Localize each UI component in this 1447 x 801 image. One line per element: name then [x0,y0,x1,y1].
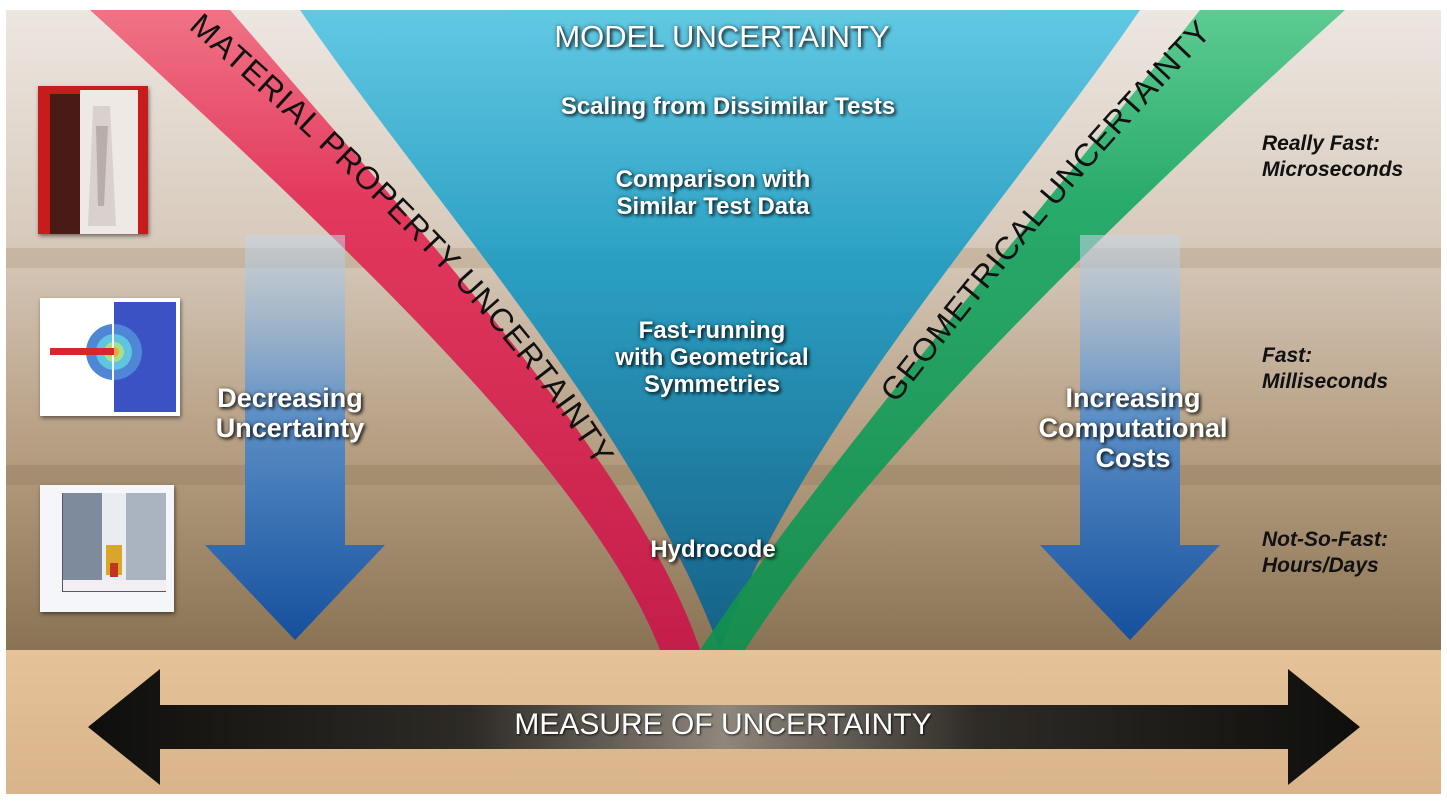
measure-of-uncertainty-label: MEASURE OF UNCERTAINTY [514,708,932,741]
left-arrow-line: Uncertainty [215,413,365,444]
model-level-line: with Geometrical [615,343,809,371]
speed-line: Microseconds [1262,158,1404,182]
speed-line: Milliseconds [1262,370,1389,394]
model-level-scaling: Scaling from Dissimilar Tests [560,93,896,121]
model-uncertainty-title-text: MODEL UNCERTAINTY [554,19,890,54]
model-level-line: Comparison with [615,166,811,193]
speed-label-not-so-fast: Not-So-Fast: Hours/Days [1262,527,1388,580]
model-level-line: Scaling from Dissimilar Tests [560,93,896,120]
hydrocode-plot-thumbnail [40,485,174,612]
model-level-line: Similar Test Data [616,192,810,220]
model-level-fast-running: Fast-running with Geometrical Symmetries [615,317,809,399]
left-arrow-line: Decreasing [217,383,363,413]
speed-line: Really Fast: [1262,132,1380,155]
penetration-model-image [40,298,180,416]
model-level-line: Symmetries [643,370,781,398]
right-arrow-line: Increasing [1065,383,1201,413]
decreasing-uncertainty-label: Decreasing Uncertainty [216,383,365,443]
increasing-costs-label: Increasing Computational Costs [1039,383,1228,474]
right-arrow-line: Computational [1038,413,1228,444]
model-level-comparison: Comparison with Similar Test Data [615,166,811,221]
model-level-line: Hydrocode [650,536,776,563]
speed-line: Fast: [1262,344,1313,367]
speed-label-really-fast: Really Fast: Microseconds [1262,131,1403,184]
speed-label-fast: Fast: Milliseconds [1262,343,1388,396]
speed-line: Hours/Days [1262,554,1379,578]
hydrocode-plot-image [40,485,174,612]
model-level-hydrocode: Hydrocode [650,536,776,564]
right-arrow-line: Costs [1095,443,1171,474]
weld-photo-image [38,86,148,234]
penetration-model-thumbnail [40,298,180,416]
model-level-line: Fast-running [638,317,786,344]
weld-photo-thumbnail [38,86,148,234]
speed-line: Not-So-Fast: [1262,528,1388,551]
model-uncertainty-title: MODEL UNCERTAINTY [554,19,890,55]
